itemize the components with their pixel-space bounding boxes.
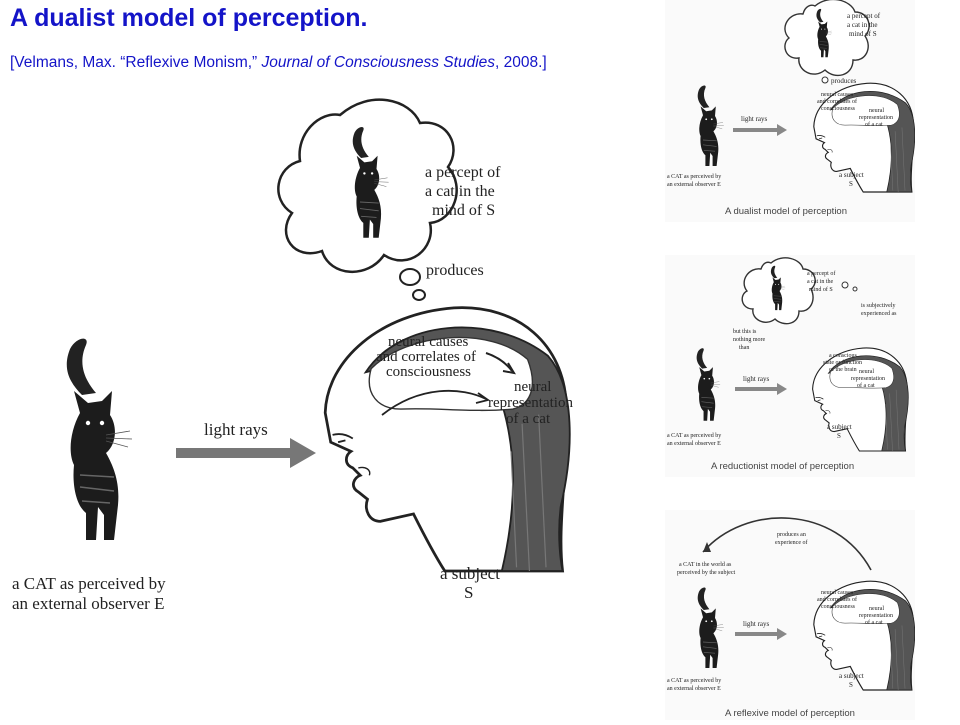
t1-subj-2: S [849, 180, 853, 188]
thumbnail-reductionist: a percept of a cat in the mind of S is s… [665, 255, 915, 477]
t2-rep-1: neural [859, 369, 874, 375]
citation: [Velmans, Max. “Reflexive Monism,” Journ… [10, 52, 610, 73]
neural-rep-1: neural [514, 379, 551, 395]
t1-cat-2: an external observer E [667, 182, 721, 188]
t3-neural-3: consciousness [821, 604, 856, 610]
citation-suffix: , 2008.] [495, 54, 547, 71]
t1-rep-2: representation [859, 115, 893, 121]
thumbnail-reflexive: produces an experience of a CAT in the w… [665, 510, 916, 720]
t3-world-2: perceived by the subject [677, 570, 735, 576]
t3-cat-2: an external observer E [667, 686, 721, 692]
external-cat-icon [65, 337, 133, 541]
t2-light: light rays [743, 375, 770, 383]
neural-rep-3: of a cat [506, 411, 551, 427]
t2-state-1: a conscious [829, 353, 857, 359]
t1-neural-3: consciousness [821, 106, 856, 112]
neural-rep-2: representation [488, 395, 573, 411]
t1-caption: A dualist model of perception [725, 206, 847, 217]
t3-rep-1: neural [869, 606, 884, 612]
t1-light: light rays [741, 115, 768, 123]
thumbnail-dualist: a percept of a cat in the mind of S prod… [665, 0, 916, 222]
t2-subjective-1: is subjectively [861, 303, 896, 309]
t3-produces-2: experience of [775, 539, 807, 546]
citation-journal: Journal of Consciousness Studies [261, 54, 496, 71]
t3-rep-2: representation [859, 613, 893, 619]
t2-percept-3: mind of S [809, 286, 833, 293]
t3-neural-2: and correlates of [817, 596, 857, 603]
subject-label-2: S [464, 583, 473, 602]
neural-causes-2: and correlates of [376, 349, 476, 365]
t1-percept-3: mind of S [849, 30, 877, 38]
t3-produces-1: produces an [777, 532, 806, 538]
t1-cat-1: a CAT as perceived by [667, 174, 721, 180]
t2-caption: A reductionist model of perception [711, 461, 854, 472]
t3-subj-1: a subject [839, 672, 864, 680]
t2-rep-2: representation [851, 376, 885, 382]
t3-world-1: a CAT in the world as [679, 562, 732, 568]
t1-subj-1: a subject [839, 171, 864, 179]
neural-causes-3: consciousness [386, 364, 471, 380]
t2-state-3: of the brain [829, 366, 857, 373]
t2-cat-2: an external observer E [667, 441, 721, 447]
t2-subjective-2: experienced as [861, 311, 897, 317]
t3-neural-1: neural causes [821, 590, 854, 596]
dualist-diagram: a percept of a cat in the mind of S prod… [12, 98, 573, 613]
t3-rep-3: of a cat [865, 619, 883, 626]
t2-cat-1: a CAT as perceived by [667, 433, 721, 439]
percept-label-2: a cat in the [425, 183, 495, 200]
t3-caption: A reflexive model of perception [725, 708, 855, 719]
t1-percept-1: a percept of [847, 12, 881, 20]
t1-percept-2: a cat in the [847, 21, 878, 29]
citation-prefix: [Velmans, Max. “Reflexive Monism,” [10, 54, 262, 71]
cat-label-2: an external observer E [12, 594, 164, 613]
t1-neural-2: and correlates of [817, 98, 857, 105]
t1-neural-1: neural causes [821, 92, 854, 98]
t2-percept-2: a cat in the [807, 279, 833, 285]
t2-nothing-1: but this is [733, 329, 757, 335]
percept-label-3: mind of S [432, 202, 495, 219]
t3-cat-1: a CAT as perceived by [667, 678, 721, 684]
t1-rep-3: of a cat [865, 121, 883, 128]
t2-percept-1: a percept of [807, 270, 835, 277]
percept-label-1: a percept of [425, 164, 501, 181]
t2-subj-1: a subject [827, 423, 852, 431]
page-title: A dualist model of perception. [10, 4, 368, 32]
t3-subj-2: S [849, 681, 853, 689]
t2-nothing-2: nothing more [733, 337, 765, 343]
light-rays-arrow [176, 438, 316, 468]
t1-rep-1: neural [869, 108, 884, 114]
t1-produces: produces [831, 77, 857, 85]
produces-label: produces [426, 262, 484, 279]
neural-causes-1: neural causes [388, 334, 469, 350]
t2-rep-3: of a cat [857, 382, 875, 389]
light-rays-label: light rays [204, 420, 268, 439]
t2-state-2: state or function [823, 359, 862, 366]
t3-light: light rays [743, 620, 770, 628]
t2-subj-2: S [837, 432, 841, 440]
cat-label-1: a CAT as perceived by [12, 574, 166, 593]
subject-label-1: a subject [440, 564, 500, 583]
t2-nothing-3: than [739, 345, 749, 351]
